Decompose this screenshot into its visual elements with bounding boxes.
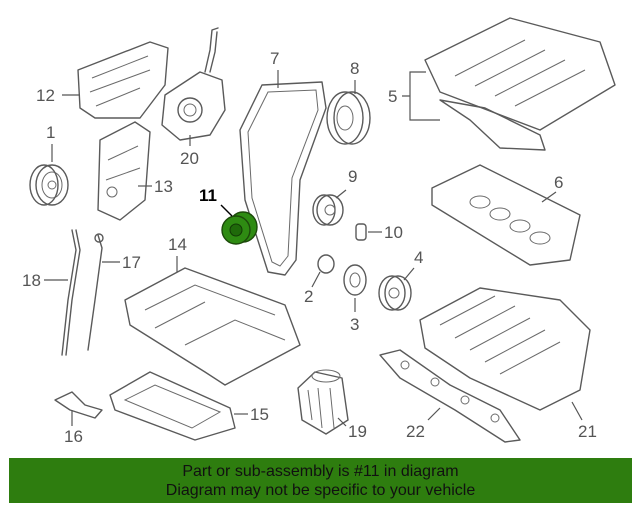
part-9-tensioner [312, 194, 344, 226]
label-3: 3 [350, 315, 359, 334]
label-16: 16 [64, 427, 83, 446]
part-15-oil-pan-lower [109, 371, 236, 441]
part-5-valve-cover [424, 17, 616, 151]
banner-line-1: Part or sub-assembly is #11 in diagram [182, 463, 459, 480]
part-11-idler-pulley [221, 211, 258, 245]
part-13-lower-cover [97, 121, 151, 221]
label-8: 8 [350, 59, 359, 78]
part-4-crank-sprocket [378, 275, 412, 311]
label-21: 21 [578, 422, 597, 441]
part-22-manifold-gasket [379, 349, 521, 443]
label-22: 22 [406, 422, 425, 441]
part-6-gasket [431, 164, 581, 266]
label-20: 20 [180, 149, 199, 168]
label-9: 9 [348, 167, 357, 186]
info-banner: Part or sub-assembly is #11 in diagram D… [9, 458, 632, 503]
label-5: 5 [388, 87, 397, 106]
label-14: 14 [168, 235, 187, 254]
part-10-bolt [355, 223, 367, 241]
part-7-timing-belt [239, 81, 327, 276]
label-6: 6 [554, 173, 563, 192]
part-21-intake-manifold [419, 287, 591, 411]
part-18-dipstick-tube [61, 229, 81, 356]
part-19-oil-filter [297, 369, 349, 435]
label-17: 17 [122, 253, 141, 272]
label-19: 19 [348, 422, 367, 441]
part-20-oil-pump [161, 27, 226, 141]
label-4: 4 [414, 248, 423, 267]
label-1: 1 [46, 123, 55, 142]
part-1-crank-pulley [29, 164, 69, 206]
part-8-cam-sprocket [326, 91, 371, 145]
label-15: 15 [250, 405, 269, 424]
label-13: 13 [154, 177, 173, 196]
label-11: 11 [199, 186, 217, 205]
banner-line-2: Diagram may not be specific to your vehi… [165, 482, 476, 499]
part-3-washer [343, 264, 367, 296]
label-7: 7 [270, 49, 279, 68]
label-10: 10 [384, 223, 403, 242]
part-2-bolt [317, 254, 335, 274]
part-16-seal [54, 391, 103, 419]
label-18: 18 [22, 271, 41, 290]
parts-diagram: 12 20 1 13 7 8 [22, 17, 616, 446]
part-14-oil-pan-upper [124, 267, 301, 386]
label-2: 2 [304, 287, 313, 306]
label-12: 12 [36, 86, 55, 105]
part-17-dipstick [87, 233, 104, 351]
part-12-timing-cover [77, 41, 169, 119]
